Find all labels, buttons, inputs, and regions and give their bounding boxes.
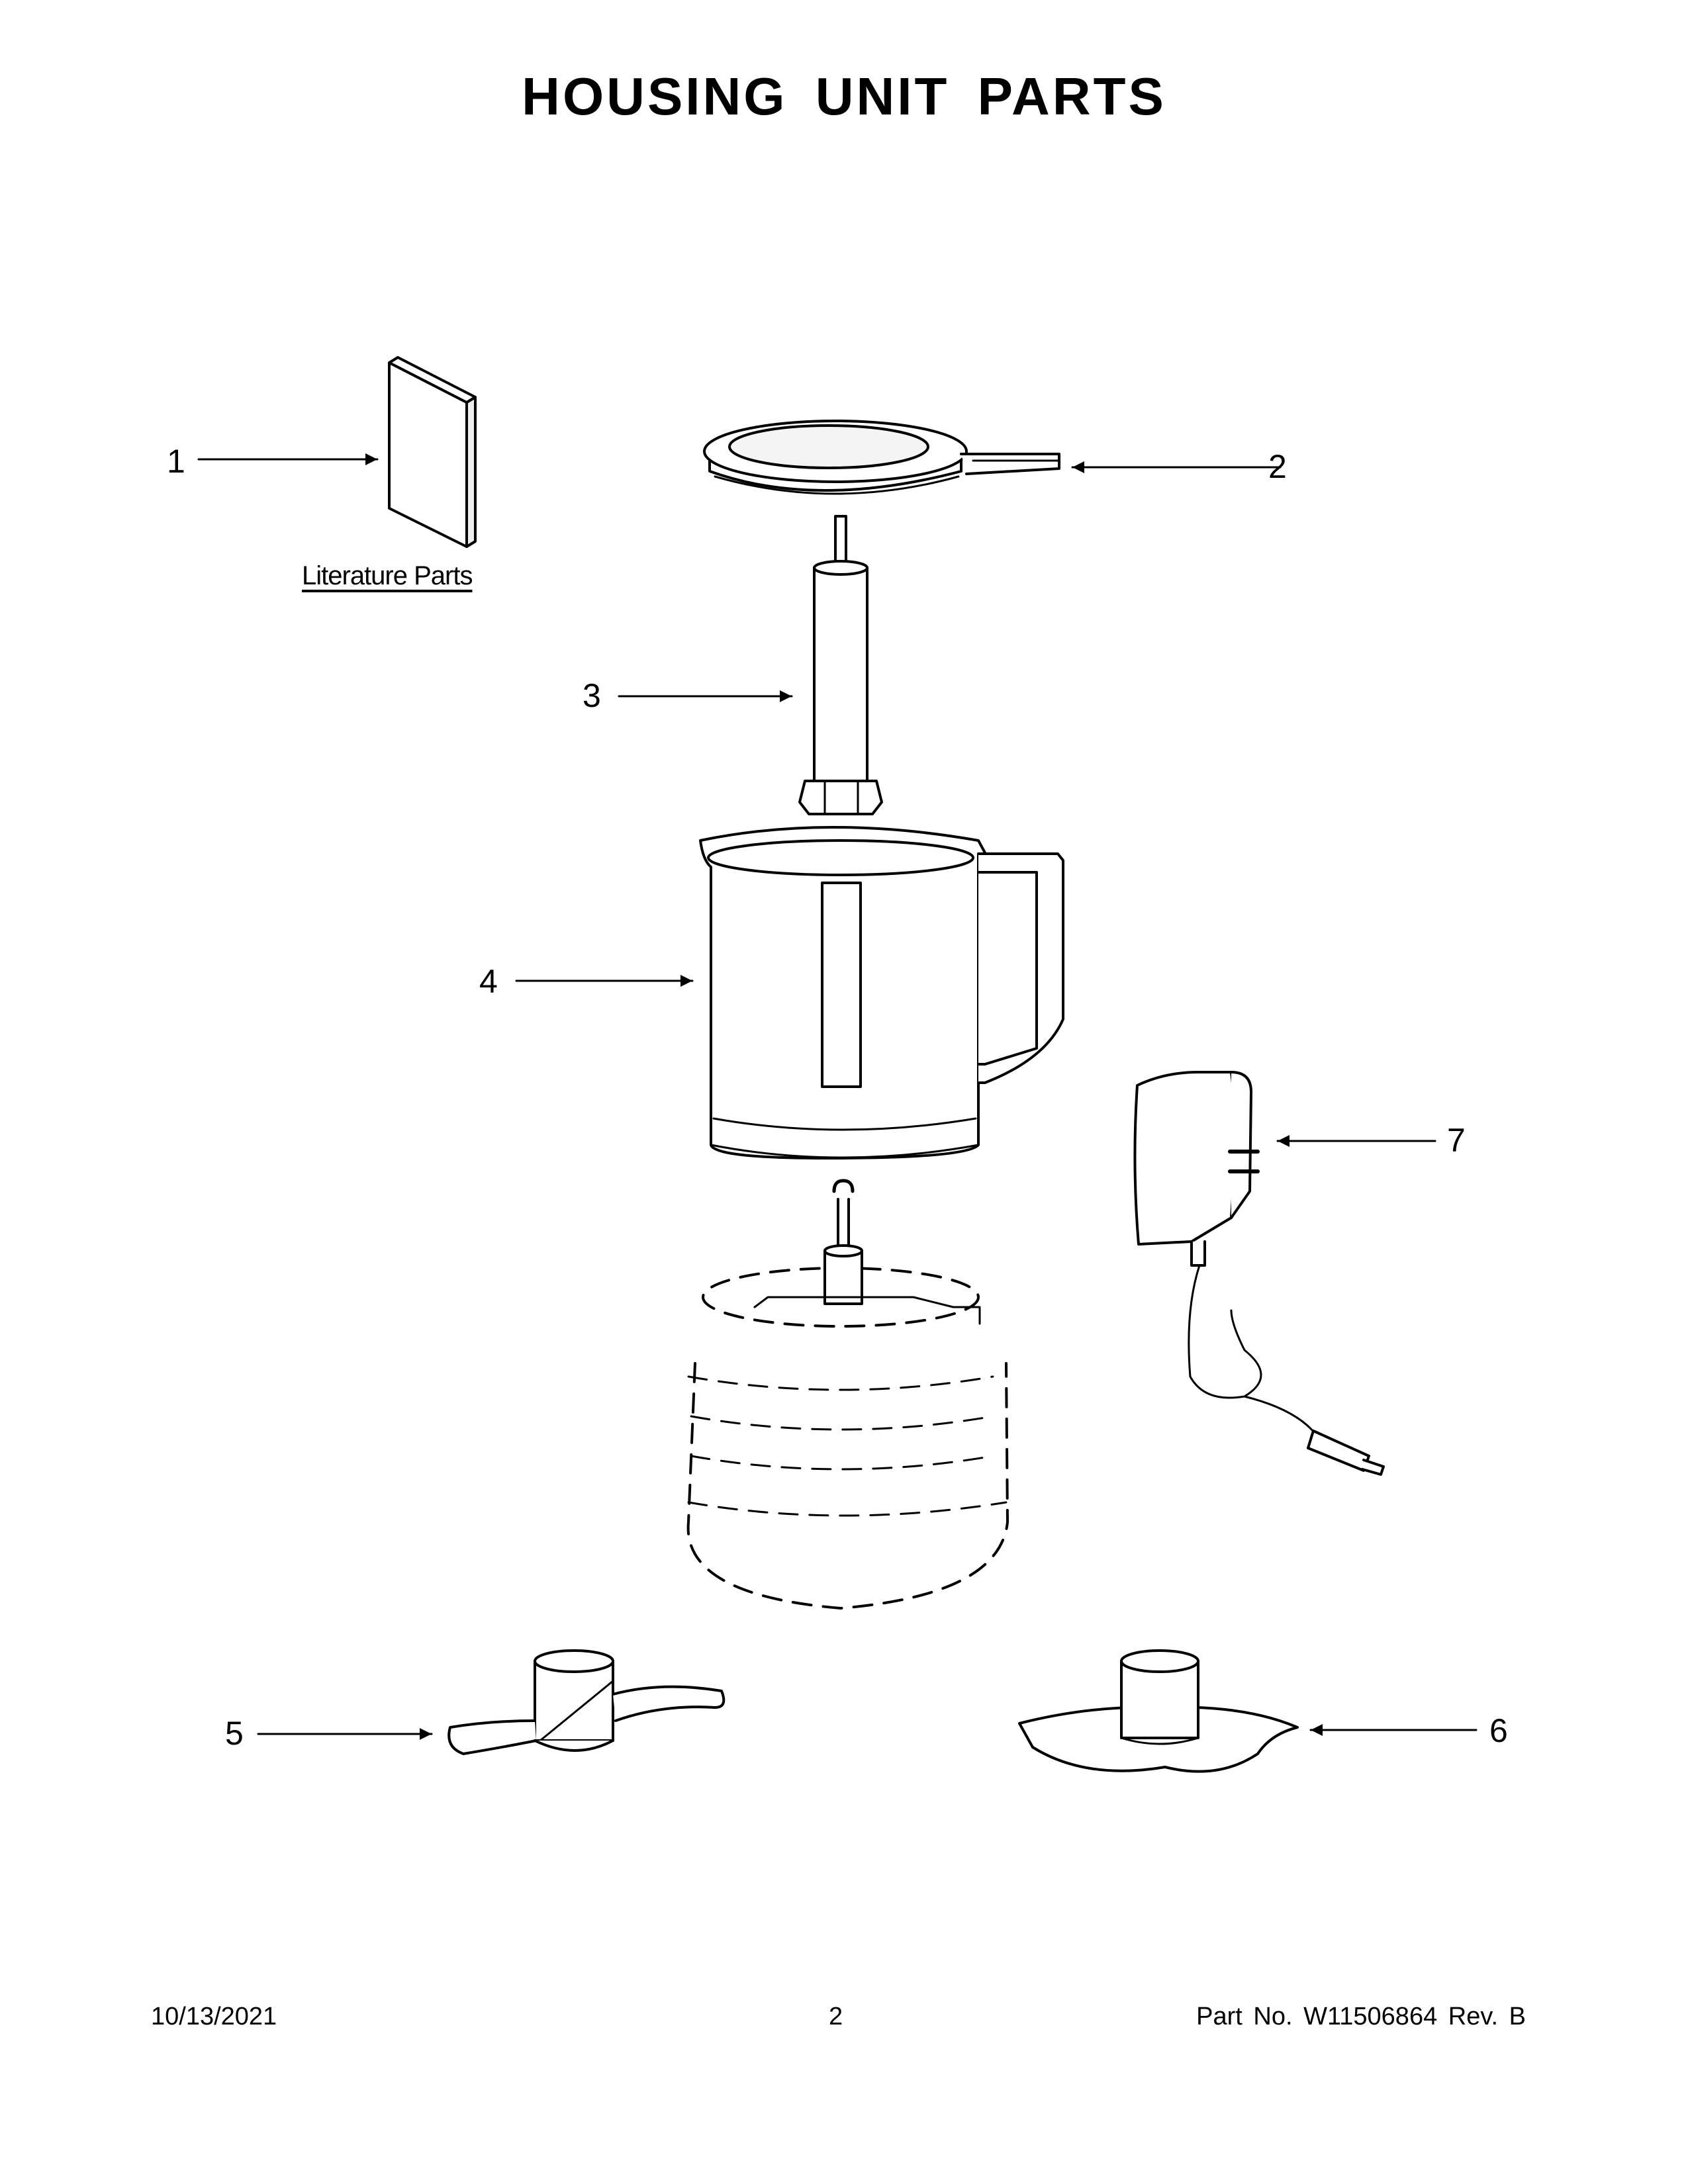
callout-2: 2 bbox=[1268, 448, 1287, 485]
callout-1: 1 bbox=[167, 443, 185, 480]
base-spindle-icon bbox=[753, 1244, 981, 1325]
callout-3: 3 bbox=[583, 677, 601, 714]
callout-7: 7 bbox=[1447, 1122, 1466, 1159]
drive-shaft-icon bbox=[798, 515, 883, 815]
work-bowl-icon bbox=[699, 826, 1064, 1160]
callout-6: 6 bbox=[1489, 1712, 1508, 1749]
leader-lines bbox=[197, 453, 1477, 1740]
footer-date: 10/13/2021 bbox=[151, 2003, 277, 2030]
callout-5: 5 bbox=[225, 1715, 244, 1752]
multipurpose-blade-icon bbox=[447, 1649, 726, 1755]
footer-part-number: Part No. W11506864 Rev. B bbox=[1196, 2003, 1526, 2030]
page-title: HOUSING UNIT PARTS bbox=[522, 67, 1166, 126]
dough-blade-icon bbox=[1018, 1649, 1299, 1773]
literature-booklet-icon bbox=[388, 356, 477, 548]
callout-4: 4 bbox=[479, 963, 498, 1000]
lid-icon bbox=[703, 420, 1060, 495]
footer-page-number: 2 bbox=[829, 2003, 843, 2030]
power-adapter-icon bbox=[1133, 1071, 1385, 1476]
base-housing-icon bbox=[686, 1267, 1009, 1610]
literature-parts-label: Literature Parts bbox=[302, 561, 473, 590]
coupler-icon bbox=[832, 1179, 855, 1246]
